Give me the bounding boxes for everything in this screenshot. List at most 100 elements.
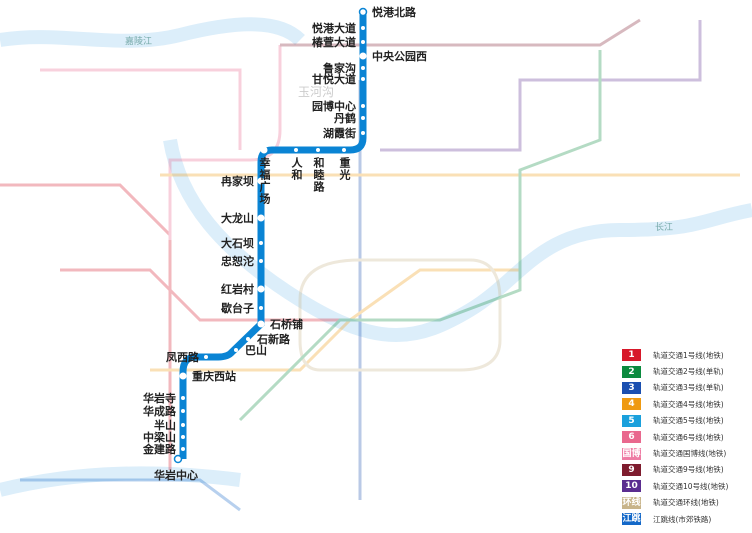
station-label[interactable]: 幸福广场	[258, 157, 271, 205]
station-dot[interactable]	[257, 285, 265, 293]
station-dot[interactable]	[259, 241, 263, 245]
legend-badge: 6	[622, 431, 641, 444]
station-label[interactable]: 冉家坝	[221, 174, 254, 188]
river-yangtze-west	[0, 466, 241, 497]
legend-item: 国博轨道交通国博线(地铁)	[622, 445, 728, 461]
station-dot[interactable]	[181, 396, 185, 400]
legend-item: 6 轨道交通6号线(地铁)	[622, 429, 728, 445]
station-label[interactable]: 忠恕沱	[221, 254, 254, 268]
station-label[interactable]: 中梁山	[143, 430, 176, 444]
legend-badge: 10	[622, 480, 641, 493]
legend-badge: 国博	[622, 447, 641, 460]
station-label[interactable]: 石桥铺	[269, 317, 303, 331]
station-dot[interactable]	[259, 306, 263, 310]
station-dot[interactable]	[361, 104, 365, 108]
background-lines	[0, 18, 740, 512]
station-label[interactable]: 椿萱大道	[312, 35, 356, 49]
station-label[interactable]: 凤西路	[166, 350, 200, 364]
station-dot[interactable]	[257, 214, 265, 222]
legend-item: 江跳 江跳线(市郊铁路)	[622, 511, 728, 527]
river-yangtze	[163, 138, 752, 342]
legend-badge: 4	[622, 398, 641, 411]
station-dot[interactable]	[204, 355, 208, 359]
station-dot[interactable]	[181, 423, 185, 427]
legend-badge: 9	[622, 463, 641, 476]
station-dot[interactable]	[316, 148, 320, 152]
station-label[interactable]: 石新路	[256, 332, 291, 346]
legend-badge: 5	[622, 414, 641, 427]
station-dot[interactable]	[361, 77, 365, 81]
station-dot[interactable]	[259, 259, 263, 263]
station-dot[interactable]	[181, 409, 185, 413]
station-label[interactable]: 歇台子	[220, 301, 254, 315]
rivers	[0, 17, 752, 497]
legend-item: 5 轨道交通5号线(地铁)	[622, 413, 728, 429]
river-jialing	[0, 17, 305, 48]
watermark: 玉河沟	[298, 85, 334, 99]
station-label[interactable]: 红岩村	[221, 282, 254, 296]
station-dot[interactable]	[257, 320, 265, 328]
station-label[interactable]: 半山	[154, 418, 176, 432]
station-label[interactable]: 巴山	[245, 343, 267, 357]
station-label[interactable]: 大石坝	[221, 236, 254, 250]
station-label[interactable]: 鲁家沟	[323, 61, 356, 75]
station-dot[interactable]	[361, 131, 365, 135]
legend-label: 轨道交通2号线(单轨)	[653, 367, 724, 377]
station-label[interactable]: 园博中心	[312, 99, 356, 113]
station-label[interactable]: 悦港大道	[312, 21, 356, 35]
legend-label: 江跳线(市郊铁路)	[653, 514, 712, 524]
station-dot[interactable]	[359, 52, 367, 60]
legend-item: 3 轨道交通3号线(单轨)	[622, 380, 728, 396]
station-dot[interactable]	[361, 26, 365, 30]
legend-badge: 环线	[622, 496, 641, 509]
legend-label: 轨道交通4号线(地铁)	[653, 399, 724, 409]
station-dot[interactable]	[358, 7, 368, 17]
legend-label: 轨道交通3号线(单轨)	[653, 383, 724, 393]
station-dot[interactable]	[361, 40, 365, 44]
station-label[interactable]: 甘悦大道	[312, 72, 356, 86]
station-label[interactable]: 重光	[338, 157, 351, 181]
legend-label: 轨道交通5号线(地铁)	[653, 416, 724, 426]
station-dot[interactable]	[257, 177, 265, 185]
station-label[interactable]: 华岩寺	[143, 391, 176, 405]
legend-badge: 2	[622, 365, 641, 378]
station-label[interactable]: 金建路	[142, 442, 177, 456]
legend-badge: 江跳	[622, 513, 641, 526]
station-dot[interactable]	[294, 148, 298, 152]
station-dot[interactable]	[246, 337, 250, 341]
legend-label: 轨道交通6号线(地铁)	[653, 432, 724, 442]
station-dot[interactable]	[260, 146, 268, 154]
legend-label: 轨道交通环线(地铁)	[653, 498, 719, 508]
station-dot[interactable]	[181, 447, 185, 451]
station-label[interactable]: 重庆西站	[192, 369, 236, 383]
station-label[interactable]: 和睦路	[312, 157, 325, 193]
legend-item: 4 轨道交通4号线(地铁)	[622, 396, 728, 412]
river-label-jialing: 嘉陵江	[125, 35, 152, 47]
station-dot[interactable]	[179, 372, 187, 380]
station-label[interactable]: 中央公园西	[372, 49, 427, 63]
station-dot[interactable]	[181, 435, 185, 439]
station-label[interactable]: 湖霞街	[323, 126, 356, 140]
station-label[interactable]: 人和	[290, 157, 303, 181]
station-label[interactable]: 华岩中心	[154, 468, 198, 482]
station-label[interactable]: 悦港北路	[372, 5, 417, 19]
station-label[interactable]: 华成路	[143, 404, 177, 418]
legend-badge: 3	[622, 381, 641, 394]
legend-item: 2 轨道交通2号线(单轨)	[622, 363, 728, 379]
station-label[interactable]: 丹鹤	[334, 111, 356, 125]
legend-item: 9 轨道交通9号线(地铁)	[622, 462, 728, 478]
legend-label: 轨道交通9号线(地铁)	[653, 465, 724, 475]
station-dot[interactable]	[342, 148, 346, 152]
station-dot[interactable]	[234, 348, 238, 352]
station-dot[interactable]	[361, 66, 365, 70]
station-dot[interactable]	[361, 116, 365, 120]
station-dot[interactable]	[173, 454, 183, 464]
station-label[interactable]: 大龙山	[221, 211, 254, 225]
river-label-yangtze: 长江	[655, 221, 673, 233]
legend-item: 环线 轨道交通环线(地铁)	[622, 495, 728, 511]
